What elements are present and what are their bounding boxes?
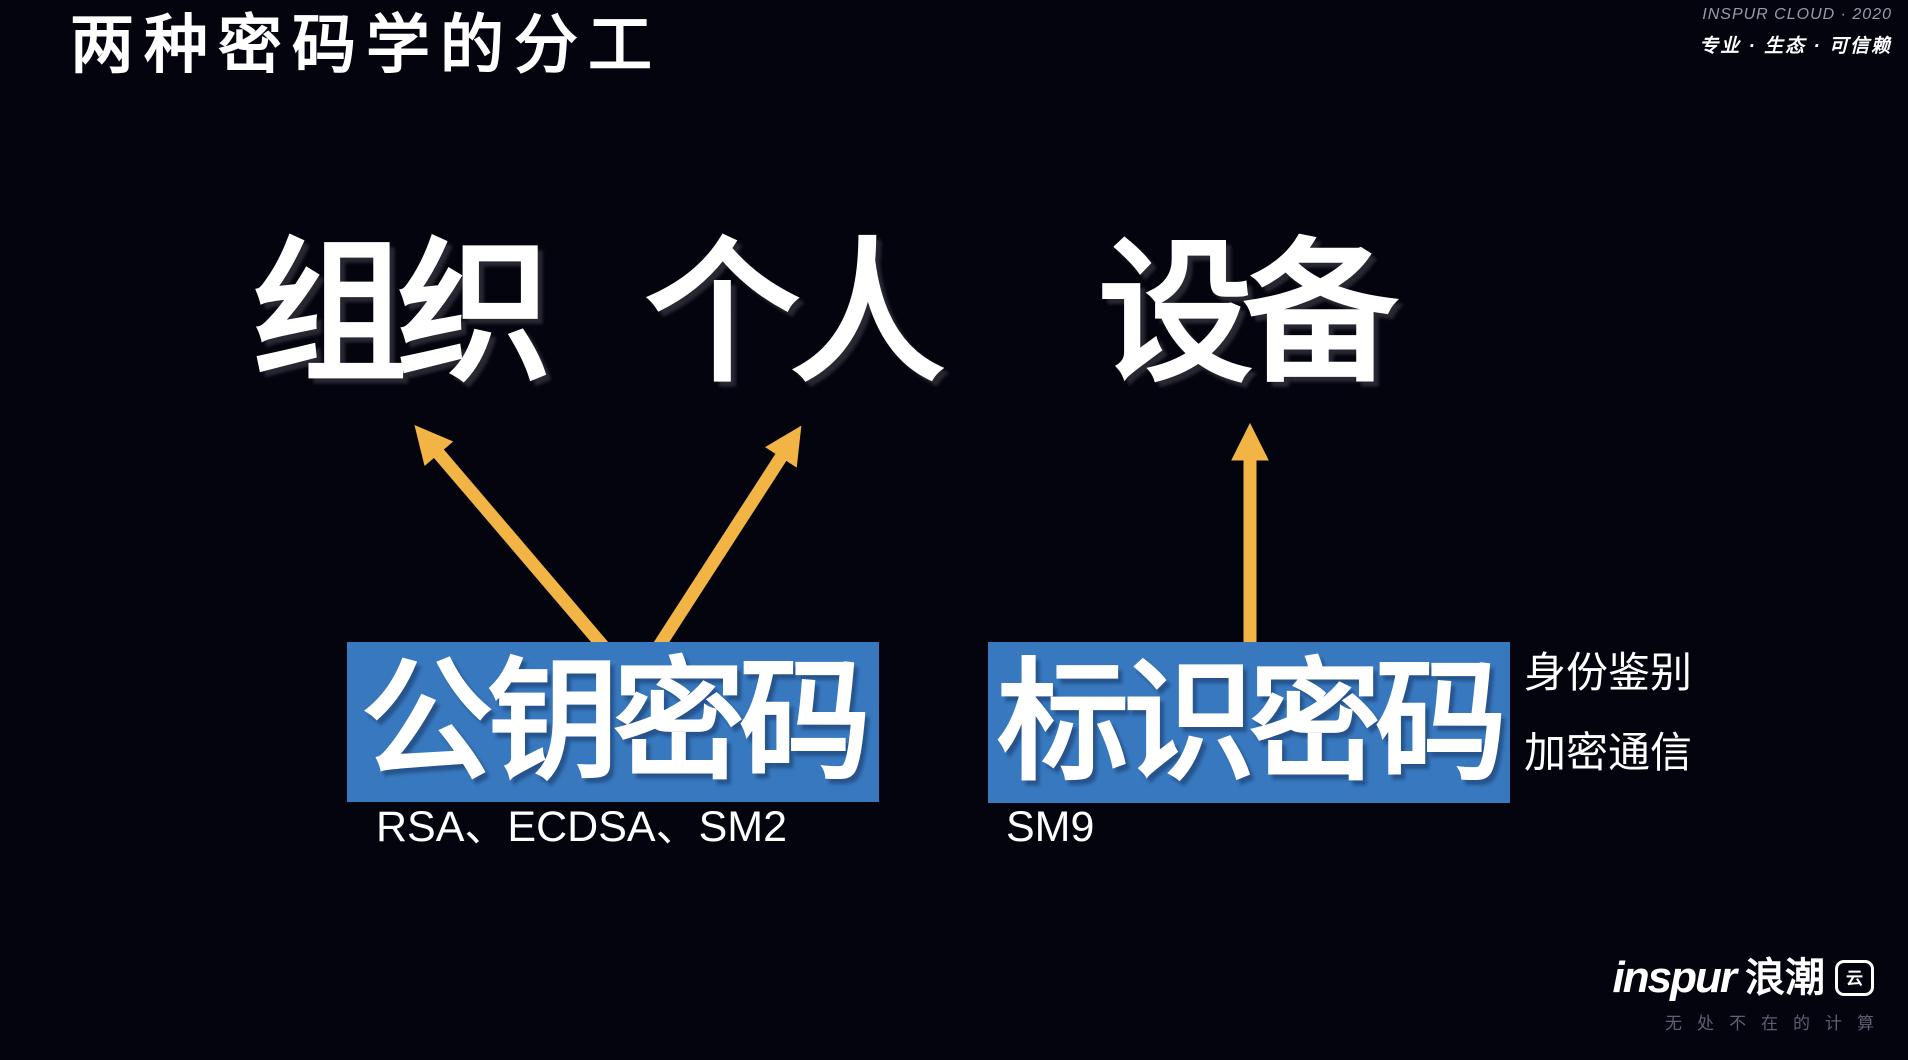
inspur-logo: inspur 浪潮 云 (1613, 956, 1874, 1000)
inspur-logo-chinese: 浪潮 (1745, 956, 1825, 1000)
inspur-logo-latin: inspur (1612, 953, 1737, 1002)
entity-device: 设备 (1098, 227, 1398, 400)
algorithms-public-key: RSA、ECDSA、SM2 (376, 803, 787, 851)
footer-tagline: 无处不在的计算 (1665, 1014, 1889, 1033)
entity-organization: 组织 (252, 227, 552, 400)
footer: inspur 浪潮 云 无处不在的计算 (1613, 956, 1874, 1034)
inspur-cloud-badge-icon: 云 (1835, 960, 1874, 996)
arrow-public-key-to-individual-icon (653, 425, 802, 650)
entity-individual: 个人 (645, 227, 945, 400)
algorithms-identity: SM9 (1006, 803, 1095, 851)
method-label-identity-crypto: 标识密码 (997, 648, 1507, 796)
arrow-public-key-to-organization-icon (414, 425, 608, 651)
brand-slogan: 专业 · 生态 · 可信赖 (1699, 36, 1892, 57)
capability-encrypted-communication: 加密通信 (1524, 729, 1693, 776)
brand-corner: INSPUR CLOUD · 2020 专业 · 生态 · 可信赖 (1699, 6, 1892, 58)
page-title: 两种密码学的分工 (70, 9, 662, 81)
brand-event-label: INSPUR CLOUD · 2020 (1702, 6, 1892, 23)
method-box-public-key-crypto: 公钥密码 (347, 642, 879, 802)
method-box-identity-crypto: 标识密码 (988, 642, 1510, 803)
capability-identity-authentication: 身份鉴别 (1524, 649, 1693, 696)
inspur-cloud-badge-glyph: 云 (1846, 968, 1863, 988)
method-label-public-key-crypto: 公钥密码 (361, 648, 871, 795)
